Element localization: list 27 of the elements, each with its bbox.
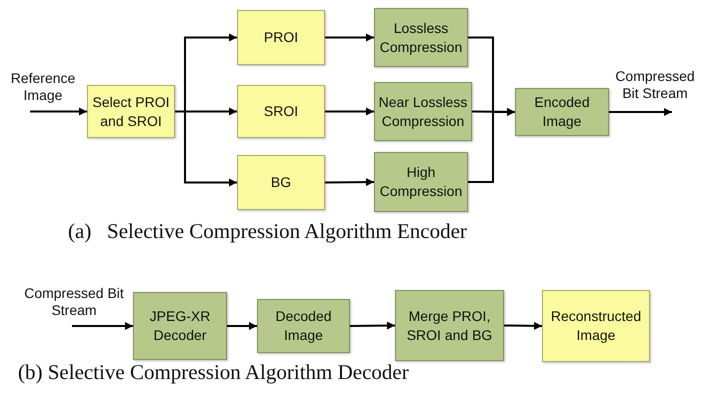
arrow: [325, 34, 374, 42]
process-box: Reconstructed Image: [542, 290, 650, 362]
arrow: [609, 108, 672, 116]
process-box: JPEG-XR Decoder: [133, 292, 227, 360]
arrow: [468, 108, 515, 183]
signal-label: Reference Image: [6, 70, 80, 104]
arrow: [72, 322, 133, 330]
caption: (a) Selective Compression Algorithm Encoder: [68, 219, 467, 244]
process-box: High Compression: [374, 152, 468, 212]
process-box: PROI: [237, 10, 325, 65]
process-box: Select PROI and SROI: [87, 85, 175, 138]
arrow: [227, 322, 257, 330]
process-box: SROI: [237, 85, 325, 138]
process-box: Encoded Image: [515, 88, 609, 136]
caption: (b) Selective Compression Algorithm Decoder: [18, 360, 409, 386]
process-box: Merge PROI, SROI and BG: [395, 290, 504, 361]
arrow: [324, 178, 374, 186]
process-box: BG: [237, 155, 325, 210]
arrow: [325, 108, 374, 116]
arrow: [350, 322, 396, 330]
signal-label: Compressed Bit Stream: [608, 68, 701, 102]
arrow: [504, 322, 542, 330]
process-box: Decoded Image: [257, 299, 350, 353]
process-box: Near Lossless Compression: [374, 82, 472, 141]
signal-label: Compressed Bit Stream: [18, 285, 130, 319]
arrow: [30, 108, 87, 116]
process-box: Lossless Compression: [374, 8, 468, 67]
